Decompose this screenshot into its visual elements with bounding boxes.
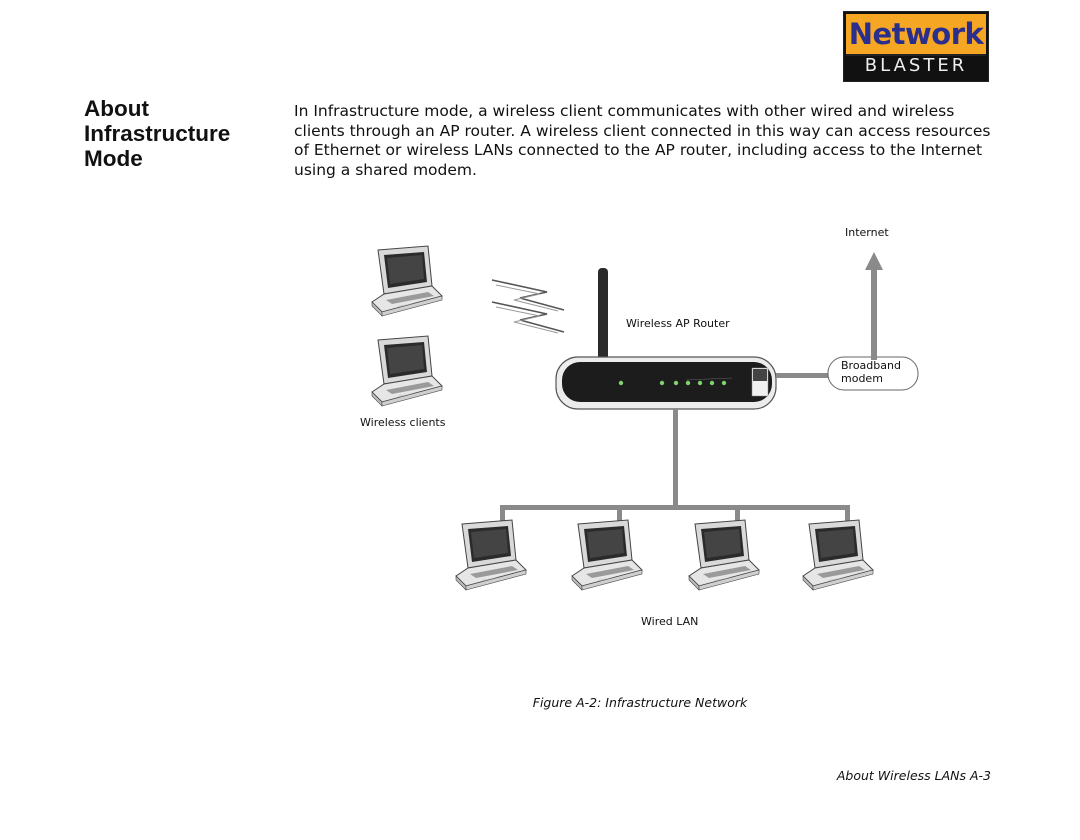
- wireless-signal-icon-1: [491, 279, 565, 312]
- internet-arrow-icon: [865, 252, 883, 270]
- lan-drop-3: [735, 505, 740, 525]
- wireless-ap-router: [555, 356, 777, 410]
- wired-client-laptop-1: [455, 519, 527, 591]
- lan-drop-2: [617, 505, 622, 525]
- logo-network-text: Network: [846, 14, 986, 56]
- section-title: About Infrastructure Mode: [84, 96, 231, 171]
- network-blaster-logo: Network BLASTER: [843, 11, 989, 82]
- internet-arrow-shaft: [871, 268, 877, 360]
- wired-client-laptop-2: [571, 519, 643, 591]
- section-body: In Infrastructure mode, a wireless clien…: [294, 102, 991, 179]
- router-lan-link: [673, 409, 678, 505]
- router-label: Wireless AP Router: [626, 317, 730, 330]
- lan-drop-4: [845, 505, 850, 525]
- wireless-client-laptop-2: [371, 335, 443, 407]
- wireless-clients-label: Wireless clients: [360, 416, 446, 429]
- modem-label-line1: Broadband: [841, 359, 901, 372]
- lan-drop-1: [500, 505, 505, 525]
- wired-client-laptop-4: [802, 519, 874, 591]
- wired-lan-bus: [500, 505, 850, 510]
- wired-client-laptop-3: [688, 519, 760, 591]
- wired-lan-label: Wired LAN: [641, 615, 699, 628]
- router-antenna: [598, 268, 608, 360]
- figure-caption: Figure A-2: Infrastructure Network: [532, 695, 748, 710]
- logo-blaster-text: BLASTER: [864, 55, 968, 76]
- internet-label: Internet: [845, 226, 889, 239]
- modem-label-line2: modem: [841, 372, 883, 385]
- wireless-client-laptop-1: [371, 245, 443, 317]
- router-modem-link: [776, 373, 828, 378]
- page-footer: About Wireless LANs A-3: [836, 768, 991, 783]
